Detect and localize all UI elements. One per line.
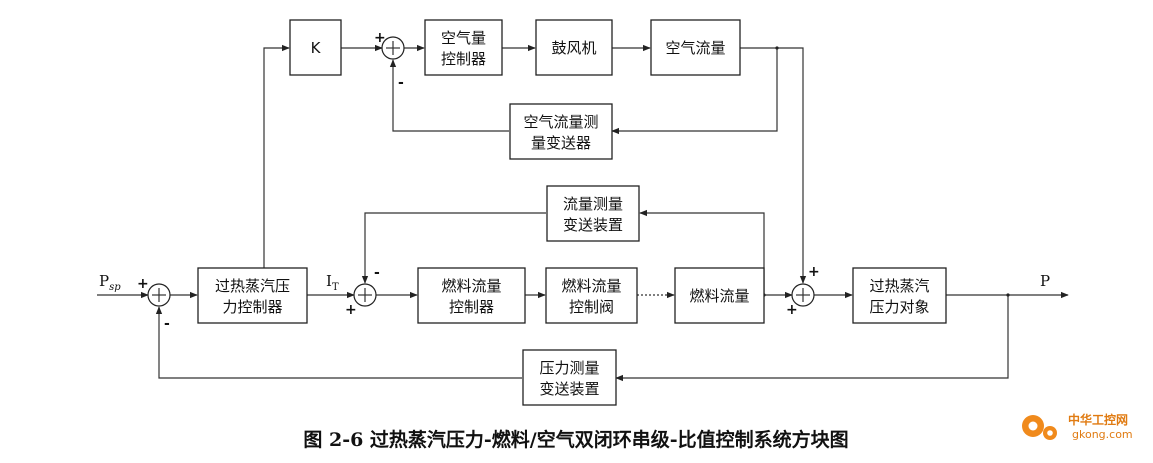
it-label: IT — [326, 272, 339, 293]
block-plant-line-1: 过热蒸汽 — [869, 277, 929, 295]
block-blower-line-1: 鼓风机 — [551, 39, 596, 57]
block-k: K — [289, 19, 342, 76]
line-air-meas-to-sum3 — [389, 59, 509, 132]
block-pressure-controller-line-2: 力控制器 — [222, 298, 282, 316]
sum4-bottom-plus-sign: + — [786, 302, 798, 318]
block-plant-line-2: 压力对象 — [869, 298, 929, 316]
block-air-controller-line-1: 空气量 — [441, 29, 486, 47]
sum3-minus-sign: - — [398, 75, 404, 91]
block-plant: 过热蒸汽 压力对象 — [852, 267, 947, 324]
junction-dots — [262, 46, 1010, 297]
line-it-to-k — [263, 44, 290, 295]
watermark-site: gkong.com — [1072, 428, 1133, 441]
junction-air-flow — [775, 46, 779, 50]
p-output-label: P — [1040, 272, 1050, 290]
block-air-controller: 空气量 控制器 — [424, 19, 503, 76]
junction-output — [1006, 293, 1010, 297]
line-air-flow-to-sum4 — [740, 47, 807, 284]
sum4-top-plus-sign: + — [808, 264, 820, 280]
block-air-controller-line-2: 控制器 — [441, 50, 486, 68]
block-fuel-controller-line-1: 燃料流量 — [441, 277, 501, 295]
watermark-brand: 中华工控网 — [1068, 412, 1128, 427]
block-pressure-controller: 过热蒸汽压 力控制器 — [197, 267, 308, 324]
block-fuel-valve-line-1: 燃料流量 — [561, 277, 621, 295]
gear-icon — [1022, 415, 1057, 440]
line-output-to-pressure-meas — [615, 295, 1009, 382]
block-flow-meas: 流量测量 变送装置 — [546, 185, 640, 242]
line-pressure-meas-to-sum1 — [155, 306, 522, 379]
line-flow-meas-to-sum2 — [361, 212, 546, 284]
figure-caption: 图 2-6 过热蒸汽压力-燃料/空气双闭环串级-比值控制系统方块图 — [303, 428, 848, 451]
line-air-flow-to-air-meas — [611, 48, 778, 135]
block-fuel-valve: 燃料流量 控制阀 — [545, 267, 638, 324]
sum3-plus-sign: + — [374, 30, 386, 46]
block-fuel-flow: 燃料流量 — [674, 267, 765, 324]
block-pressure-controller-line-1: 过热蒸汽压 — [215, 277, 290, 295]
block-pressure-meas: 压力测量 变送装置 — [522, 349, 617, 406]
block-flow-meas-line-1: 流量测量 — [563, 195, 623, 213]
psp-label: Psp — [99, 272, 121, 293]
block-blower: 鼓风机 — [535, 19, 613, 76]
sum1-minus-sign: - — [164, 316, 170, 332]
block-air-flow-line-1: 空气流量 — [665, 39, 725, 57]
block-fuel-valve-line-2: 控制阀 — [569, 298, 614, 316]
junction-signs: + - + - + - + + — [137, 30, 820, 332]
summing-junction-2 — [353, 283, 377, 307]
block-air-flow: 空气流量 — [650, 19, 741, 76]
block-fuel-flow-line-1: 燃料流量 — [689, 287, 749, 305]
watermark-logo: 中华工控网 gkong.com — [1022, 412, 1133, 441]
block-flow-meas-line-2: 变送装置 — [563, 216, 623, 234]
block-pressure-meas-line-1: 压力测量 — [539, 359, 599, 377]
block-fuel-controller: 燃料流量 控制器 — [417, 267, 526, 324]
signal-labels: Psp IT P — [99, 272, 1050, 293]
summing-junction-3 — [381, 36, 405, 60]
sum2-minus-sign: - — [374, 265, 380, 281]
summing-junction-1 — [147, 283, 171, 307]
summing-junction-4 — [791, 283, 815, 307]
sum1-plus-sign: + — [137, 276, 149, 292]
block-air-flow-meas-line-2: 量变送器 — [531, 134, 591, 152]
block-air-flow-meas: 空气流量测 量变送器 — [509, 103, 613, 160]
block-pressure-meas-line-2: 变送装置 — [539, 380, 599, 398]
sum2-plus-sign: + — [345, 302, 357, 318]
block-air-flow-meas-line-1: 空气流量测 — [523, 113, 598, 131]
block-fuel-controller-line-2: 控制器 — [449, 298, 494, 316]
block-k-line-1: K — [311, 39, 322, 57]
